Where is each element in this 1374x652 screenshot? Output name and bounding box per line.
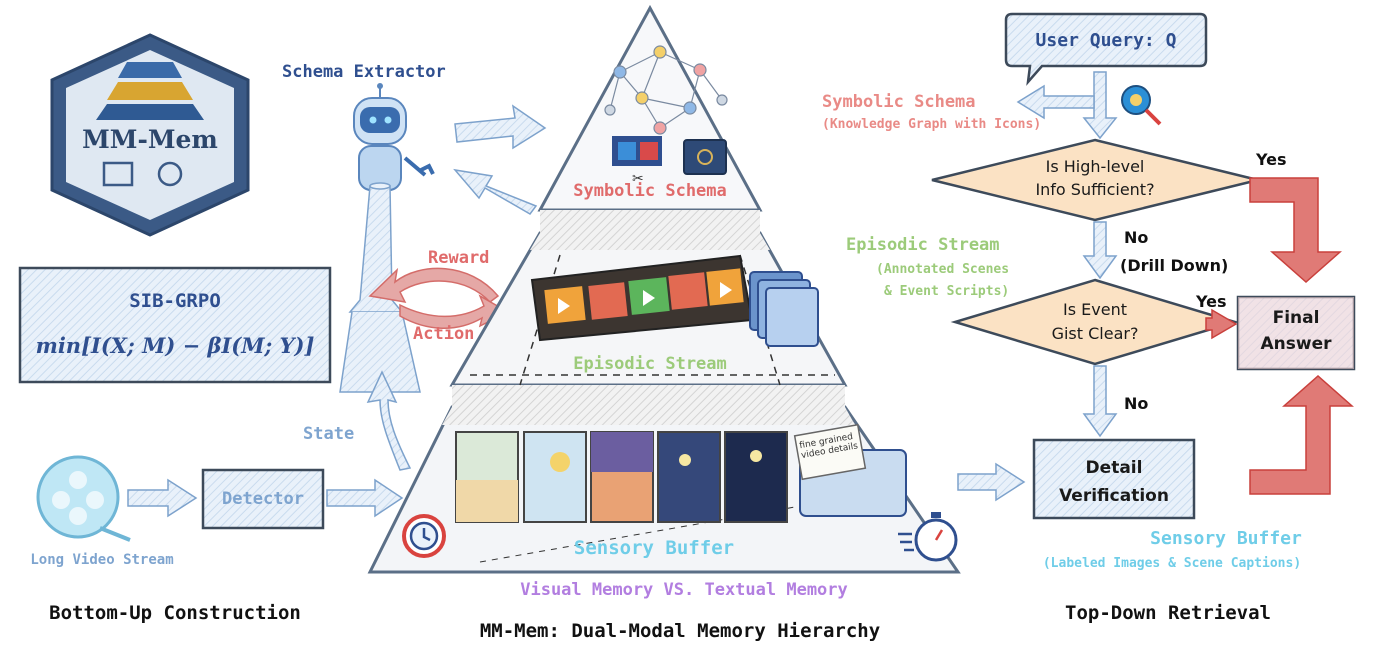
svg-text:✂: ✂: [632, 171, 644, 187]
film-clip-icon: ✂: [612, 136, 662, 187]
final-answer-line1: Final: [1272, 308, 1320, 328]
pyramid-subtitle: Visual Memory VS. Textual Memory: [520, 580, 848, 600]
no-label-2: No: [1124, 394, 1149, 413]
arrow-to-extractor: [453, 168, 538, 215]
arrow-to-detector: [127, 478, 198, 518]
stopwatch-icon: [898, 512, 958, 562]
no-label-1: No: [1124, 228, 1149, 247]
user-query-bubble: [1004, 12, 1208, 86]
detector-box: [201, 468, 325, 530]
decision-event-gist: [950, 278, 1240, 366]
arrow-to-schema: [454, 104, 547, 150]
detail-folder-icon: [793, 423, 907, 517]
wrench-icon: [403, 156, 435, 177]
sib-grpo-box: [18, 266, 332, 384]
retrieval-episodic-sub2: & Event Scripts): [884, 284, 1010, 299]
user-query-label: User Query: Q: [1035, 30, 1177, 51]
reward-label: Reward: [428, 248, 490, 268]
yes-label-2: Yes: [1196, 292, 1227, 311]
robot-icon: [353, 83, 435, 191]
reward-arrow: [368, 267, 500, 303]
magnifier-icon: [1121, 85, 1162, 126]
schema-extractor-label: Schema Extractor: [282, 62, 446, 82]
retrieval-sensory-title: Sensory Buffer: [1150, 528, 1302, 549]
decision2-line1: Is Event: [1063, 300, 1127, 319]
construction-title: Bottom-Up Construction: [49, 602, 301, 624]
detector-label: Detector: [222, 489, 304, 509]
final-answer-line2: Answer: [1260, 334, 1332, 354]
sensory-frames: [455, 431, 788, 523]
arrow-no-detail: [1082, 365, 1118, 438]
video-stream-label: Long Video Stream: [30, 552, 174, 568]
film-reel-icon: [157, 161, 183, 187]
retrieval-episodic-title: Episodic Stream: [846, 235, 1000, 255]
retrieval-schema-title: Symbolic Schema: [822, 92, 976, 112]
logo-text: MM-Mem: [82, 125, 218, 154]
state-arrow: [366, 370, 412, 471]
detail-verification-box: [1032, 438, 1196, 520]
sib-grpo-title: SIB-GRPO: [129, 290, 221, 312]
decision2-line2: Gist Clear?: [1051, 324, 1139, 343]
retrieval-schema-sub: (Knowledge Graph with Icons): [822, 117, 1042, 132]
mm-mem-logo: [50, 33, 250, 237]
detail-line2: Verification: [1059, 486, 1169, 506]
retrieval-sensory-sub: (Labeled Images & Scene Captions): [1042, 556, 1302, 571]
video-reel-icon: [36, 455, 131, 542]
retrieval-episodic-sub1: (Annotated Scenes: [876, 262, 1010, 277]
action-label: Action: [413, 324, 475, 344]
pyramid-sensory-label: Sensory Buffer: [573, 537, 735, 559]
history-clock-icon: [402, 514, 446, 558]
knowledge-graph-icon: [604, 45, 728, 135]
drill-down-label: (Drill Down): [1120, 256, 1229, 275]
arrow-to-pyramid: [326, 478, 404, 518]
arrow-query-down: [1082, 71, 1118, 140]
retrieval-title: Top-Down Retrieval: [1065, 602, 1271, 624]
decision1-line1: Is High-level: [1045, 157, 1145, 176]
folder-stack-icon: [749, 271, 819, 347]
detail-line1: Detail: [1085, 458, 1143, 478]
decision1-line2: Info Sufficient?: [1035, 180, 1155, 199]
arrow-yes-high-level: [1249, 177, 1342, 284]
arrow-no-drill-down: [1082, 221, 1118, 280]
decision-high-level: [931, 138, 1259, 222]
episodic-film-strip: [530, 254, 754, 342]
book-icon: [683, 139, 727, 175]
sib-grpo-formula: min[I(X; M) − βI(M; Y)]: [35, 333, 315, 358]
state-label: State: [303, 424, 355, 444]
arrow-to-detail: [957, 462, 1026, 502]
pyramid-title: MM-Mem: Dual-Modal Memory Hierarchy: [479, 620, 881, 642]
arrow-detail-to-final: [1249, 374, 1354, 495]
arrow-yes-event: [1205, 308, 1238, 340]
yes-label-1: Yes: [1256, 150, 1287, 169]
pyramid-symbolic-label: Symbolic Schema: [573, 181, 727, 201]
book-icon: [102, 161, 134, 187]
arrow-to-schema-label: [1016, 84, 1095, 120]
pyramid-episodic-label: Episodic Stream: [573, 354, 727, 374]
